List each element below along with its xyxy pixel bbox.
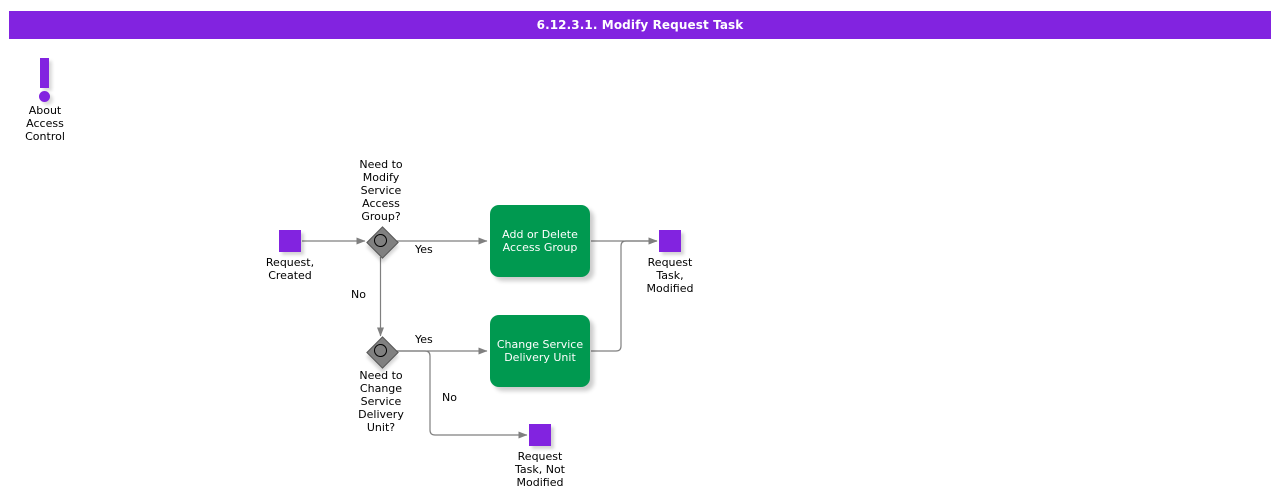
exclamation-icon (33, 58, 57, 102)
start-event-label: Request, Created (265, 256, 315, 282)
task-change-service-delivery-unit[interactable]: Change Service Delivery Unit (490, 315, 590, 387)
task-add-or-delete-access-group[interactable]: Add or Delete Access Group (490, 205, 590, 277)
gateway-inclusive-ring-icon (374, 234, 387, 247)
end-event-label: Request Task, Not Modified (514, 450, 566, 489)
gateway-need-change-delivery-unit[interactable]: Need to Change Service Delivery Unit? (358, 335, 404, 434)
exclamation-bar (40, 58, 49, 88)
event-square (529, 424, 551, 446)
flow-label-gateway1-no: No (351, 288, 366, 301)
event-square (279, 230, 301, 252)
page-title: 6.12.3.1. Modify Request Task (536, 18, 744, 32)
page-title-bar: 6.12.3.1. Modify Request Task (9, 11, 1271, 39)
end-event-label: Request Task, Modified (646, 256, 694, 295)
annotation-about-access-control[interactable]: About Access Control (25, 58, 65, 143)
exclamation-dot (39, 91, 50, 102)
flow-label-gateway2-no: No (442, 391, 457, 404)
end-event-request-task-modified[interactable]: Request Task, Modified (647, 230, 693, 295)
gateway-label: Need to Change Service Delivery Unit? (358, 369, 404, 434)
gateway-need-modify-access-group[interactable]: Need to Modify Service Access Group? (359, 158, 403, 259)
task-label: Add or Delete Access Group (502, 228, 578, 254)
end-event-request-task-not-modified[interactable]: Request Task, Not Modified (515, 424, 565, 489)
flow-label-gateway1-yes: Yes (415, 243, 433, 256)
annotation-label: About Access Control (25, 104, 65, 143)
event-square (659, 230, 681, 252)
start-event-request-created[interactable]: Request, Created (266, 230, 314, 282)
flow-label-gateway2-yes: Yes (415, 333, 433, 346)
gateway-label: Need to Modify Service Access Group? (359, 158, 403, 223)
task-label: Change Service Delivery Unit (496, 338, 584, 364)
gateway-inclusive-ring-icon (374, 344, 387, 357)
